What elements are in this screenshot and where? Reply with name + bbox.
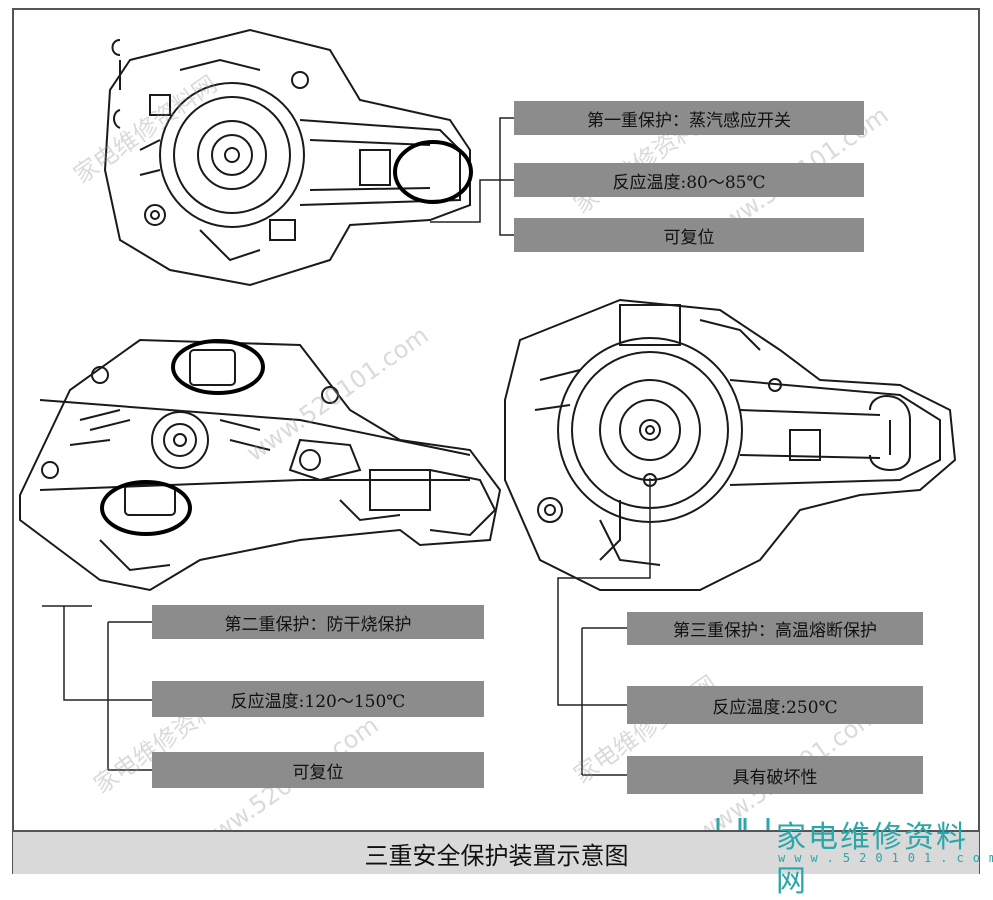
caption-bar <box>13 830 979 874</box>
diagram-caption: 三重安全保护装置示意图 <box>364 842 629 870</box>
protection-2-temp: 反应温度:120～150℃ <box>152 681 484 717</box>
protection-3-temp: 反应温度:250℃ <box>627 686 923 724</box>
logo-name: 家电维修资料网 <box>776 820 968 899</box>
protection-3-property: 具有破坏性 <box>627 756 923 794</box>
dry-boil-drawing <box>19 338 502 592</box>
highlight-ring-3 <box>100 480 192 536</box>
leader-lines <box>42 117 651 776</box>
protection-1-property: 可复位 <box>514 218 864 252</box>
protection-2-name: 第二重保护：防干烧保护 <box>152 605 484 639</box>
protection-2-property: 可复位 <box>152 752 484 788</box>
steam-switch-drawing <box>103 28 471 287</box>
highlight-ring-2 <box>171 339 265 395</box>
thermal-fuse-drawing <box>504 298 957 591</box>
highlight-ring-1 <box>393 140 473 204</box>
protection-3-name: 第三重保护：高温熔断保护 <box>627 612 923 645</box>
protection-1-temp: 反应温度:80～85℃ <box>514 163 864 197</box>
protection-1-name: 第一重保护：蒸汽感应开关 <box>514 101 864 135</box>
logo-url: www.520101.com <box>778 851 993 865</box>
